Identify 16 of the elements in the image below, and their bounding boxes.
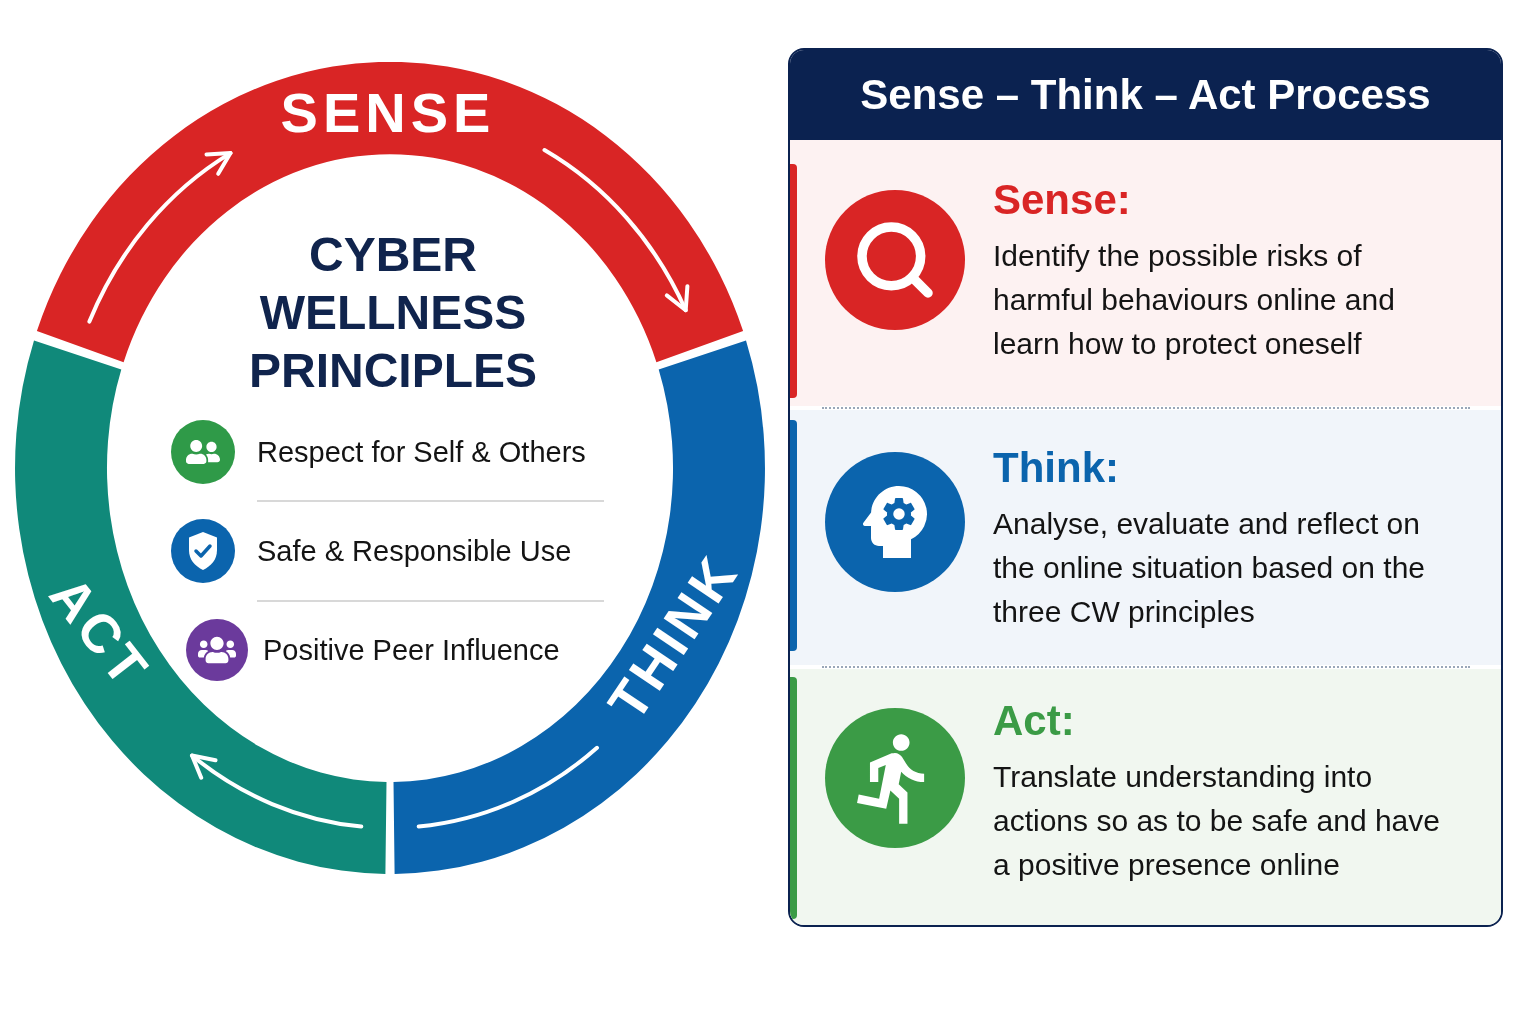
step-card — [790, 669, 1501, 925]
process-panel — [788, 48, 1503, 927]
principle-text: Positive Peer Influence — [263, 633, 560, 668]
principle-text: Respect for Self & Others — [257, 435, 586, 470]
step-heading: Sense: — [993, 176, 1132, 224]
step-card — [790, 140, 1501, 406]
step-description: Translate understanding into actions so as to be safe and have a positive presence online — [993, 759, 1441, 883]
step-heading: Act: — [993, 697, 1076, 745]
ring-center-heading: CYBER WELLNESS PRINCIPLES — [247, 227, 538, 399]
step-card — [790, 410, 1501, 665]
step-description: Analyse, evaluate and reflect on the online situation based on the three CW principles — [993, 506, 1426, 630]
panel-title: Sense – Think – Act Process — [860, 70, 1431, 120]
step-description: Identify the possible risks of harmful behaviours online and learn how to protect oneself — [993, 238, 1396, 362]
segment-label: SENSE — [280, 85, 496, 141]
step-heading: Think: — [993, 444, 1120, 492]
principle-text: Safe & Responsible Use — [257, 534, 572, 569]
